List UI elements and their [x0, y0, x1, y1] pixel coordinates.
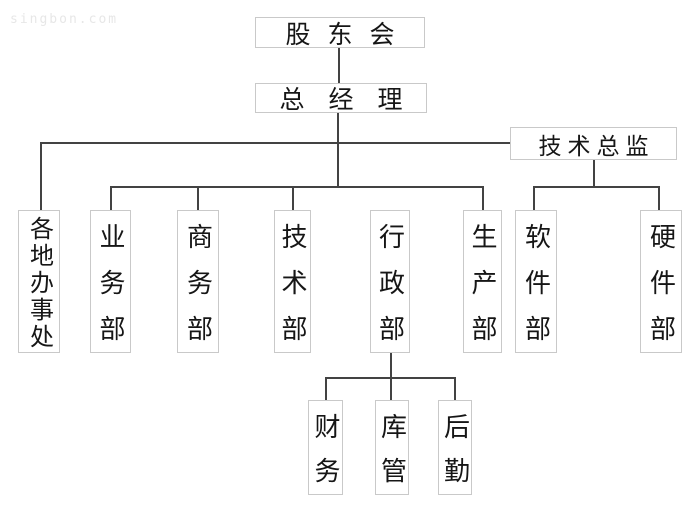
connector-bar-tech-depts: [533, 186, 660, 188]
connector-drop-finance: [325, 377, 327, 400]
node-commerce-dept: 商务部: [177, 210, 219, 361]
node-finance: 财务: [308, 400, 343, 501]
node-finance-label: 财务: [311, 412, 340, 501]
node-commerce-dept-label: 商务部: [183, 222, 213, 361]
node-logistics-label: 后勤: [440, 412, 470, 501]
node-admin-dept-label: 行政部: [375, 222, 405, 361]
connector-bar-admin-subunits: [325, 377, 456, 379]
connector-drop-technology: [292, 186, 294, 210]
node-production-dept-label: 生产部: [468, 222, 497, 361]
node-logistics: 后勤: [438, 400, 472, 501]
node-technology-dept: 技术部: [274, 210, 311, 361]
connector-shareholders-gm: [338, 48, 340, 83]
connector-drop-business: [110, 186, 112, 210]
connector-drop-production: [482, 186, 484, 210]
connector-techdir-down: [593, 160, 595, 188]
node-technology-dept-label: 技术部: [278, 222, 307, 361]
node-warehouse-label: 库管: [377, 412, 407, 501]
node-warehouse: 库管: [375, 400, 409, 501]
node-production-dept: 生产部: [463, 210, 502, 361]
connector-drop-commerce: [197, 186, 199, 210]
node-admin-dept: 行政部: [370, 210, 410, 361]
connector-drop-hardware: [658, 186, 660, 210]
connector-gm-down: [337, 113, 339, 188]
connector-drop-regional-offices: [40, 142, 42, 210]
connector-bar-departments: [110, 186, 484, 188]
node-hardware-dept-label: 硬件部: [646, 222, 676, 361]
node-regional-offices: 各地办事处: [18, 210, 60, 353]
node-software-dept-label: 软件部: [521, 222, 551, 361]
connector-bar-offices-techdir: [40, 142, 511, 144]
node-general-manager: 总经理: [255, 83, 427, 114]
node-general-manager-label: 总经理: [279, 87, 427, 114]
node-business-dept-label: 业务部: [96, 222, 125, 361]
connector-drop-software: [533, 186, 535, 210]
node-software-dept: 软件部: [515, 210, 557, 361]
node-shareholders-label: 股东会: [285, 21, 412, 49]
connector-drop-logistics: [454, 377, 456, 400]
node-technical-director-label: 技术总监: [538, 133, 655, 159]
node-business-dept: 业务部: [90, 210, 131, 361]
watermark-text: singbon.com: [10, 12, 119, 27]
node-regional-offices-label: 各地办事处: [25, 215, 52, 351]
node-technical-director: 技术总监: [510, 127, 677, 160]
node-shareholders-meeting: 股东会: [255, 17, 425, 49]
node-hardware-dept: 硬件部: [640, 210, 682, 361]
connector-admin-down: [390, 353, 392, 400]
